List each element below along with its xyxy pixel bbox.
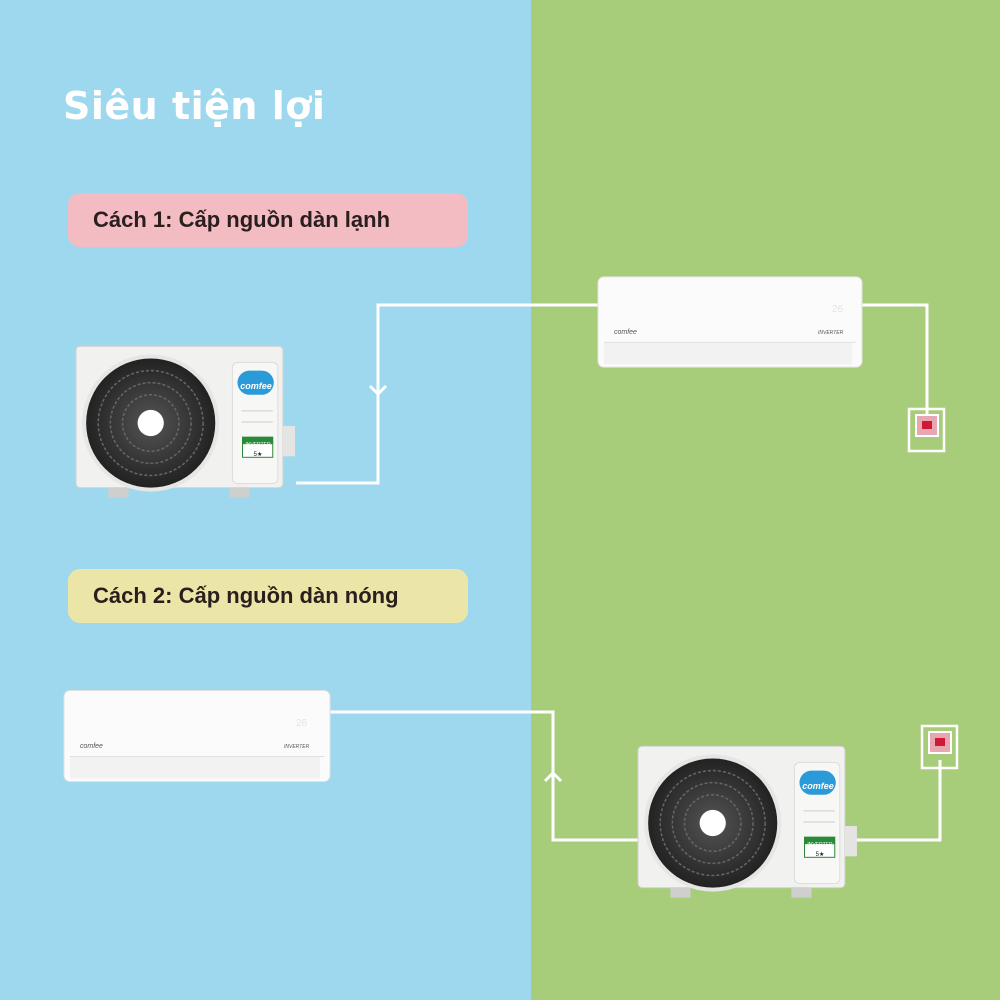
indoor-2-brand-logo: comfee <box>80 743 103 750</box>
indoor-2-display: 26 <box>296 718 308 729</box>
outdoor-2-brand-logo: comfee <box>802 781 834 791</box>
outdoor-1-inverter-badge: INVERTER <box>245 442 271 448</box>
outdoor-2-inverter-badge: INVERTER <box>807 842 833 848</box>
indoor-1-brand-logo: comfee <box>614 329 637 336</box>
indoor-unit-1 <box>597 276 863 368</box>
indoor-1-inverter-label: INVERTER <box>818 330 844 336</box>
socket-indicator-icon <box>935 738 945 746</box>
wire-indoor-to-socket-1 <box>860 303 929 418</box>
left-background-panel <box>0 0 531 1000</box>
method-2-label: Cách 2: Cấp nguồn dàn nóng <box>68 569 468 623</box>
wire-outdoor-to-indoor-1 <box>296 303 600 485</box>
method-1-label: Cách 1: Cấp nguồn dàn lạnh <box>68 193 468 247</box>
outdoor-1-brand-logo: comfee <box>240 381 272 391</box>
indoor-unit-2 <box>63 689 331 783</box>
outdoor-2-energy-rating: 5★ <box>816 851 825 858</box>
outdoor-1-energy-rating: 5★ <box>254 451 263 458</box>
power-socket-2 <box>920 724 959 770</box>
indoor-2-inverter-label: INVERTER <box>284 744 310 750</box>
outdoor-unit-1 <box>75 345 296 499</box>
wire-outdoor-to-socket-2 <box>850 760 942 842</box>
indoor-1-display: 26 <box>832 304 844 315</box>
page-title: Siêu tiện lợi <box>63 84 326 128</box>
arrow-down-icon <box>368 384 388 397</box>
socket-indicator-icon <box>922 421 932 429</box>
power-socket-1 <box>907 407 946 453</box>
wire-indoor-to-outdoor-2 <box>328 710 640 842</box>
outdoor-unit-2 <box>637 745 858 899</box>
arrow-up-icon <box>543 770 563 783</box>
